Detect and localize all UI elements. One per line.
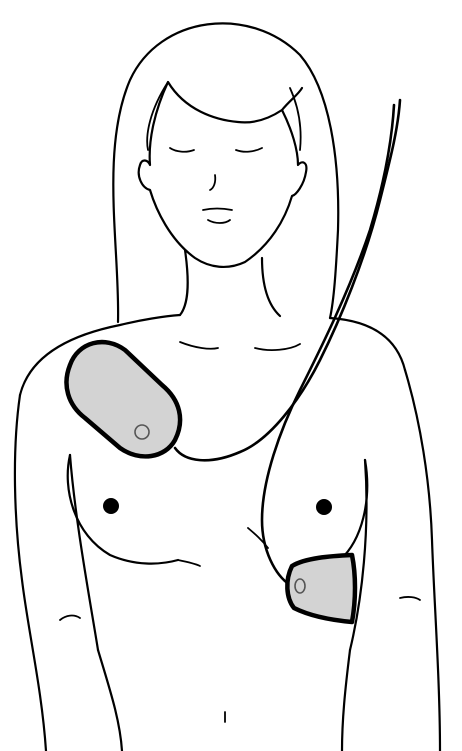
torso (20, 250, 405, 751)
left-side-chest-pad (287, 555, 355, 622)
hair (113, 23, 338, 322)
right-upper-chest-pad (66, 342, 180, 456)
face (139, 82, 307, 267)
left-arm (350, 370, 440, 751)
right-arm (15, 395, 98, 751)
